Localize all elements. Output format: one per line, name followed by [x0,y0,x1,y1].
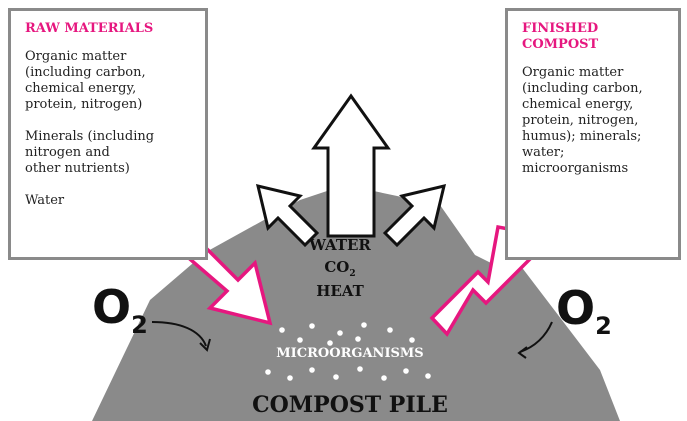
raw-materials-title: RAW MATERIALS [25,21,154,36]
raw-water: Water [25,193,65,208]
microorganism-dots [265,322,431,381]
raw-materials-box: RAW MATERIALS Organic matter (including … [8,8,208,260]
finished-compost-body: Organic matter (including carbon, chemic… [522,65,643,176]
oxygen-symbol: O [92,280,132,334]
pile-co2-label: CO2 [275,258,405,279]
pile-heat-label: HEAT [316,282,364,300]
up-arrow-icon [311,93,391,238]
raw-organic-matter: Organic matter (including carbon, chemic… [25,49,146,112]
curved-arrow-icon [199,338,211,352]
oxygen-symbol: O [556,281,596,335]
curved-arrow-icon [517,346,528,359]
left-up-arrow-icon [255,183,320,248]
raw-minerals: Minerals (including nitrogen and other n… [25,129,155,176]
oxygen-subscript: 2 [595,312,612,341]
compost-pile [92,185,620,421]
right-up-arrow-icon [382,183,447,248]
oxygen-right-label: O2 [556,283,612,351]
oxygen-left-label: O2 [92,282,148,350]
compost-pile-label: COMPOST PILE [252,392,448,418]
microorganisms-label: MICROORGANISMS [276,346,424,361]
pile-water-label: WATER [309,236,371,254]
co2-subscript: 2 [349,269,356,279]
oxygen-subscript: 2 [131,311,148,340]
finished-compost-box: FINISHED COMPOST Organic matter (includi… [505,8,681,260]
curved-arrow-icon [151,321,207,347]
co2-main: CO [324,258,350,276]
finished-compost-title: FINISHED COMPOST [522,21,599,52]
